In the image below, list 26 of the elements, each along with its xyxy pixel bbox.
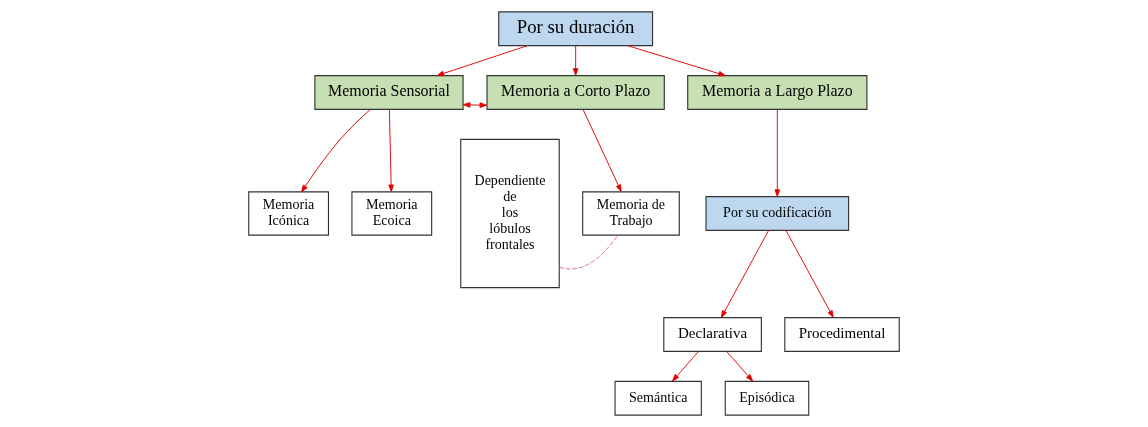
node-box: Memoria de Trabajo bbox=[582, 191, 680, 236]
node-box: Procedimental bbox=[784, 317, 900, 352]
arrow bbox=[627, 45, 726, 77]
node-box: Memoria Icónica bbox=[248, 191, 330, 236]
arrow bbox=[720, 230, 770, 318]
node-box: Episódica bbox=[724, 380, 810, 416]
arrow bbox=[774, 109, 781, 197]
node-box: Declarativa bbox=[663, 317, 762, 352]
node-box: Memoria a Corto Plazo bbox=[486, 75, 665, 110]
arrow bbox=[572, 45, 579, 76]
node-box: Por su codificación bbox=[705, 196, 850, 231]
node-box: Dependiente de los lóbulos frontales bbox=[460, 138, 560, 289]
arrow bbox=[785, 230, 834, 318]
arrow bbox=[672, 351, 699, 382]
node-box: Semántica bbox=[614, 380, 702, 416]
node-box: Memoria Sensorial bbox=[314, 75, 464, 110]
node-box: Memoria a Largo Plazo bbox=[687, 75, 868, 110]
arrow bbox=[462, 102, 488, 108]
node-box: Por su duración bbox=[498, 11, 654, 47]
arrow bbox=[726, 351, 754, 382]
arrow bbox=[582, 109, 622, 192]
arrow bbox=[436, 45, 528, 77]
connector bbox=[558, 234, 619, 270]
arrow bbox=[388, 109, 394, 192]
node-box: Memoria Ecoica bbox=[351, 191, 433, 236]
arrow bbox=[301, 109, 371, 193]
